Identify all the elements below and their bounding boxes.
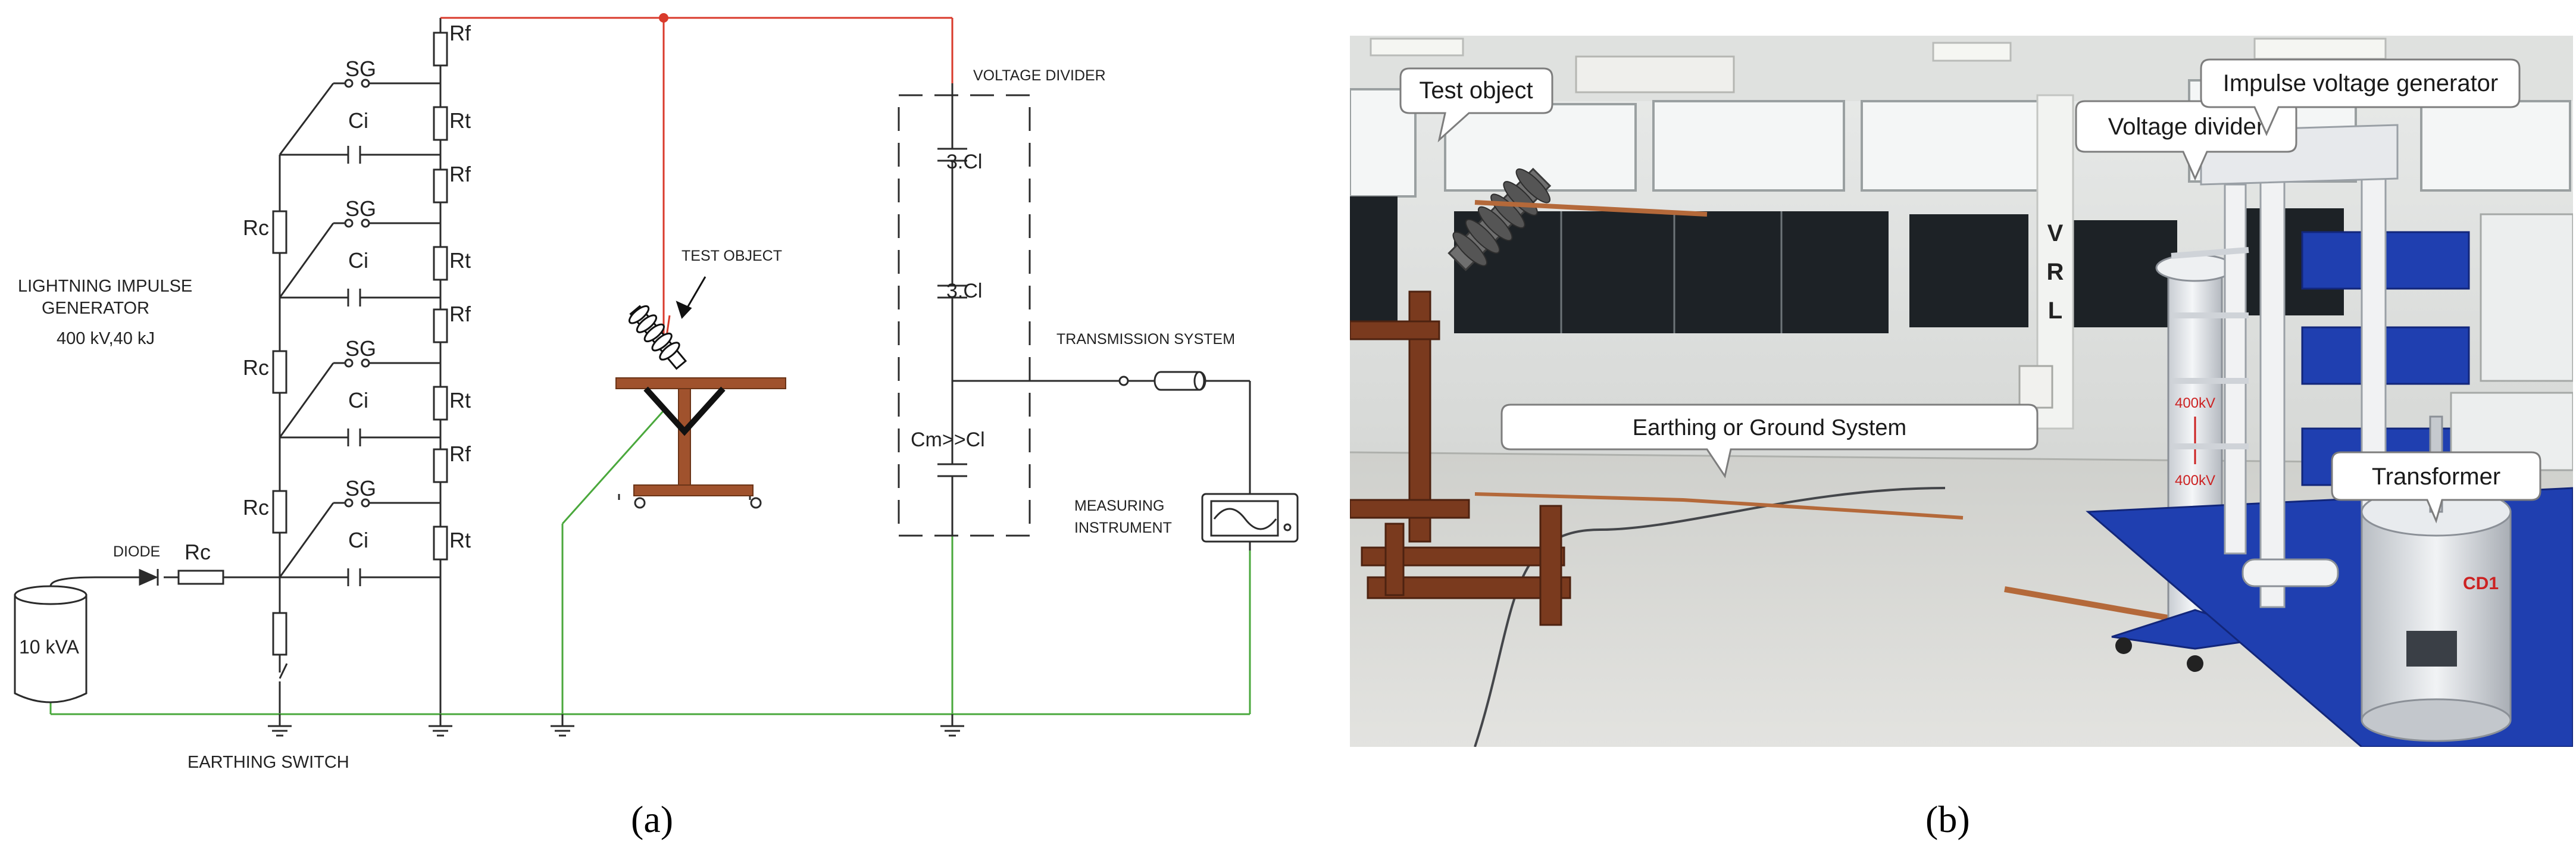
label-divider-cap-2: 3.Cl (946, 280, 982, 302)
divider-marking-bottom: 400kV (2175, 473, 2215, 489)
label-sg-3: SG (345, 336, 376, 361)
label-diode: DIODE (113, 543, 160, 560)
supply-transformer (14, 576, 96, 703)
circuit-diagram: Rf Rt Rf Rt Rf Rt Rf Rt SG SG SG SG Ci C… (14, 13, 1299, 772)
callout-test-object: Test object (1399, 67, 1553, 143)
label-ci-2: Ci (348, 248, 368, 273)
resistor-rf-4 (433, 448, 448, 483)
test-object-arrow (676, 276, 706, 319)
label-rf-1: Rf (449, 21, 471, 45)
resistor-rt-1 (433, 106, 448, 141)
wall-letter-l: L (2048, 298, 2062, 324)
label-rt-3: Rt (449, 388, 471, 412)
resistor-rt-2 (433, 246, 448, 281)
earthing-resistor (272, 612, 287, 656)
resistor-rc-3 (272, 490, 287, 534)
callout-transformer: Transformer (2331, 451, 2541, 524)
label-rc-3: Rc (243, 495, 269, 520)
test-object-stand (615, 377, 786, 509)
callout-earthing: Earthing or Ground System (1500, 404, 2039, 478)
label-rf-3: Rf (449, 302, 471, 326)
air-conditioner (1575, 55, 1735, 93)
label-rc-2: Rc (243, 355, 269, 380)
label-generator-rating: 400 kV,40 kJ (57, 329, 155, 348)
label-ci-4: Ci (348, 528, 368, 552)
wall-letter-r: R (2047, 259, 2064, 285)
label-voltage-divider: VOLTAGE DIVIDER (973, 67, 1106, 84)
resistor-rc-2 (272, 350, 287, 394)
transformer-marking: CD1 (2463, 574, 2499, 593)
callout-voltage-divider: Voltage divider (2075, 100, 2297, 181)
label-ci-3: Ci (348, 388, 368, 412)
callout-test-object-text: Test object (1419, 77, 1533, 104)
resistor-rf-3 (433, 308, 448, 343)
label-generator-title-2: GENERATOR (42, 299, 149, 318)
callout-impulse-generator-text: Impulse voltage generator (2223, 70, 2499, 96)
wall-letter-v: V (2047, 220, 2064, 246)
resistor-rt-3 (433, 386, 448, 421)
panel-b-label: (b) (1925, 797, 1970, 842)
label-earthing-switch: EARTHING SWITCH (187, 753, 349, 772)
label-measuring-1: MEASURING (1074, 498, 1164, 514)
test-object-insulator (628, 305, 687, 370)
callout-voltage-divider-text: Voltage divider (2108, 114, 2264, 140)
resistor-rf-1 (433, 32, 448, 67)
label-measuring-2: INSTRUMENT (1074, 520, 1172, 536)
label-test-object: TEST OBJECT (681, 248, 782, 264)
label-rt-2: Rt (449, 248, 471, 273)
label-rc-charging: Rc (185, 540, 211, 564)
label-divider-cap-3: Cm>>Cl (911, 428, 985, 451)
callout-impulse-generator: Impulse voltage generator (2200, 58, 2521, 136)
label-sg-4: SG (345, 476, 376, 501)
label-rc-1: Rc (243, 215, 269, 240)
resistor-rf-2 (433, 168, 448, 204)
label-rt-4: Rt (449, 528, 471, 552)
label-ci-1: Ci (348, 108, 368, 133)
photo-wooden-stand (1350, 290, 1571, 626)
label-supply: 10 kVA (19, 636, 79, 658)
callout-transformer-text: Transformer (2372, 464, 2500, 490)
label-divider-cap-1: 3.Cl (946, 151, 982, 173)
label-generator-title-1: LIGHTNING IMPULSE (18, 277, 192, 296)
photo-test-object (1448, 167, 1552, 271)
callout-earthing-text: Earthing or Ground System (1633, 415, 1906, 440)
lab-photo: V R L 400kV 40 (1350, 36, 2573, 747)
label-sg-2: SG (345, 196, 376, 221)
panel-a-label-text: (a) (631, 798, 674, 840)
diode-symbol (139, 568, 159, 586)
resistor-rc-charging (177, 570, 224, 585)
panel-b-label-text: (b) (1925, 798, 1970, 840)
label-rf-4: Rf (449, 442, 471, 466)
divider-marking-top: 400kV (2175, 395, 2215, 411)
label-sg-1: SG (345, 57, 376, 81)
label-rf-2: Rf (449, 162, 471, 186)
label-rt-1: Rt (449, 108, 471, 133)
label-transmission-system: TRANSMISSION SYSTEM (1056, 331, 1235, 348)
panel-a-label: (a) (631, 797, 673, 842)
resistor-rt-4 (433, 526, 448, 561)
resistor-rc-1 (272, 210, 287, 254)
